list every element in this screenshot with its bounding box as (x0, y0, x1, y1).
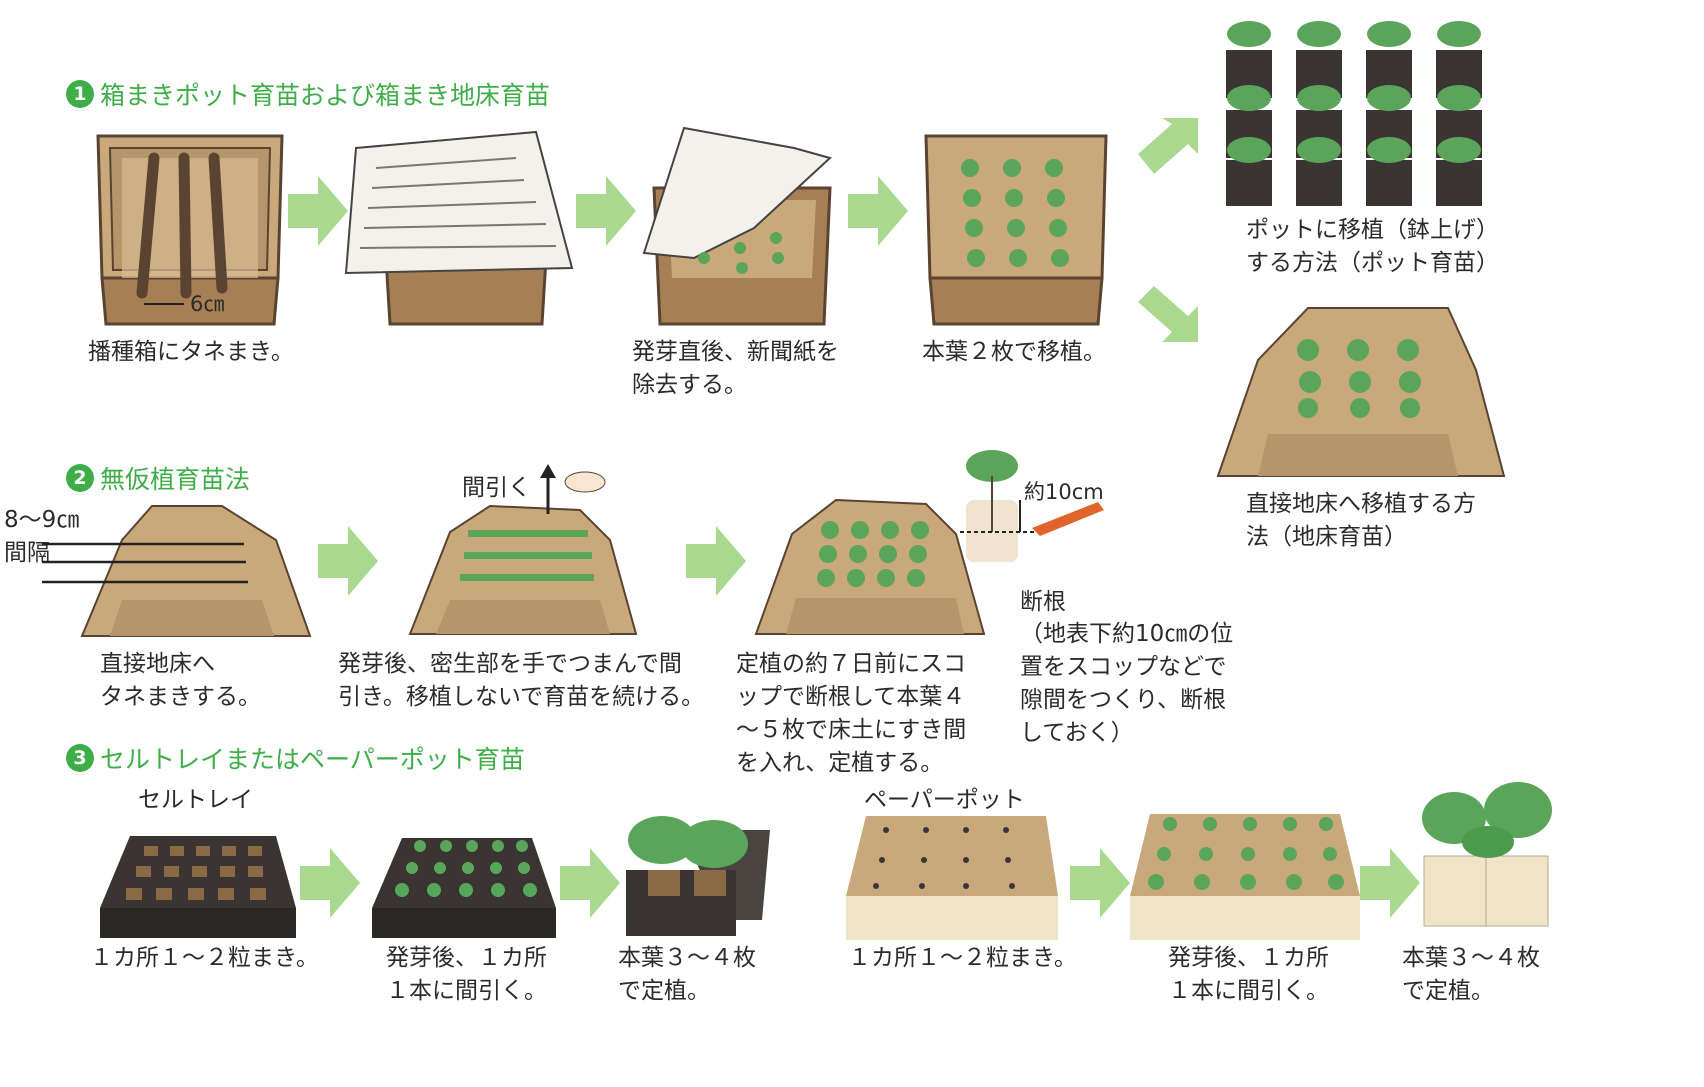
cell-tray-label: セルトレイ (138, 787, 253, 813)
remove-paper-illustration (642, 126, 832, 326)
section1-heading: 1 箱まきポット育苗および箱まき地床育苗 (66, 76, 550, 112)
seed-box-illustration (96, 134, 284, 326)
newspaper-box-illustration (344, 130, 574, 326)
section3-number: 3 (66, 744, 94, 772)
arrow-2 (576, 176, 636, 246)
section2-title: 無仮植育苗法 (100, 465, 251, 494)
section3-title: セルトレイまたはペーパーポット育苗 (100, 745, 525, 774)
arrow-6 (300, 848, 360, 918)
arrow-down-right (1138, 286, 1198, 342)
arrow-8 (1070, 848, 1130, 918)
arrow-7 (560, 848, 620, 918)
root-depth-illustration (960, 450, 1104, 562)
caption-pot-method: ポットに移植（鉢上げ） する方法（ポット育苗） (1246, 217, 1499, 276)
ground-bed-illustration (1216, 307, 1506, 477)
root-cut-note-title: 断根 (1020, 589, 1066, 615)
seedling-box-illustration (924, 134, 1108, 326)
caption-direct-sow: 直接地床へ タネまきする。 (100, 651, 261, 710)
direct-sow-bed-illustration (42, 505, 312, 637)
caption-cell-thin: 発芽後、１カ所 １本に間引く。 (386, 945, 547, 1004)
paper-pot-sow-illustration (846, 816, 1058, 940)
section2-number: 2 (66, 464, 94, 492)
arrow-up-right (1138, 118, 1198, 174)
caption-paper-sow: １カ所１～２粒まき。 (848, 945, 1077, 971)
arrow-5 (686, 526, 746, 596)
thin-label: 間引く (462, 475, 531, 501)
caption-cell-sow: １カ所１～２粒まき。 (90, 945, 319, 971)
arrow-4 (318, 526, 378, 596)
arrow-9 (1360, 848, 1420, 918)
root-cut-note: （地表下約10㎝の位 置をスコップなどで 隙間をつくり、断根 しておく） (1020, 621, 1234, 746)
caption-thinning: 発芽後、密生部を手でつまんで間 引き。移植しないで育苗を続ける。 (338, 651, 705, 710)
section3-heading: 3 セルトレイまたはペーパーポット育苗 (66, 740, 525, 776)
arrow-1 (288, 176, 348, 246)
depth-label: 約10cm (1024, 480, 1104, 504)
caption-root-cut: 定植の約７日前にスコ ップで断根して本葉４ ～５枚で床土にすき間 を入れ、定植す… (736, 651, 967, 776)
caption-ground-method: 直接地床へ移植する方 法（地床育苗） (1246, 491, 1476, 550)
cell-plant-illustration (626, 816, 770, 936)
arrow-3 (848, 176, 908, 246)
caption-paper-thin: 発芽後、１カ所 １本に間引く。 (1168, 945, 1329, 1004)
spacing-label: 6㎝ (190, 292, 225, 316)
paper-pot-plant-illustration (1422, 782, 1552, 927)
section2-heading: 2 無仮植育苗法 (66, 460, 250, 496)
section1-number: 1 (66, 80, 94, 108)
cell-tray-sow-illustration (100, 836, 296, 938)
caption-cell-plant: 本葉３～４枚 で定植。 (618, 945, 756, 1004)
thinning-bed-illustration (408, 464, 638, 635)
cell-tray-thin-illustration (372, 838, 556, 938)
caption-transplant: 本葉２枚で移植。 (922, 339, 1106, 365)
paper-pot-label: ペーパーポット (864, 787, 1025, 813)
caption-sow: 播種箱にタネまき。 (88, 339, 294, 365)
caption-paper-plant: 本葉３～４枚 で定植。 (1402, 945, 1540, 1004)
paper-pot-thin-illustration (1130, 814, 1360, 940)
root-cut-bed-illustration (754, 498, 986, 635)
section1-title: 箱まきポット育苗および箱まき地床育苗 (100, 81, 551, 110)
pots-illustration (1226, 21, 1482, 206)
caption-remove-paper: 発芽直後、新聞紙を 除去する。 (632, 339, 839, 398)
